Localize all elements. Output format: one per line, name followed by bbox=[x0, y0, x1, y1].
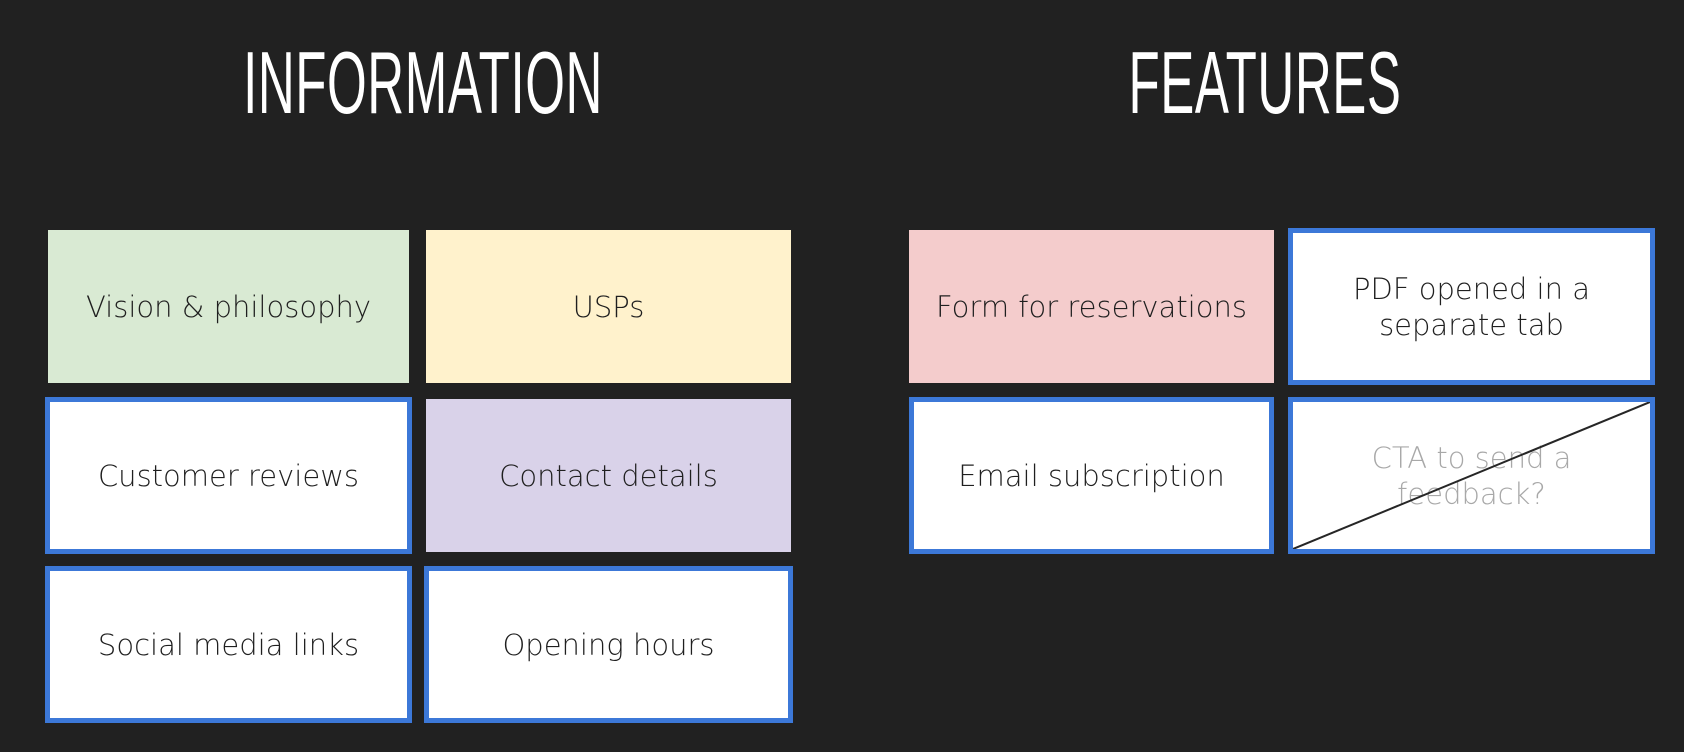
customer-reviews-card: Customer reviews bbox=[45, 397, 412, 554]
cta-feedback-label: CTA to send a feedback? bbox=[1372, 440, 1572, 512]
vision-philosophy-label: Vision & philosophy bbox=[85, 289, 372, 324]
pdf-label-line-2: separate tab bbox=[1379, 307, 1564, 342]
reservation-form-card: Form for reservations bbox=[909, 230, 1274, 383]
pdf-label-line-1: PDF opened in a bbox=[1353, 271, 1590, 306]
social-media-links-label: Social media links bbox=[97, 627, 360, 662]
email-subscription-label: Email subscription bbox=[958, 458, 1225, 493]
vision-philosophy-card: Vision & philosophy bbox=[48, 230, 409, 383]
customer-reviews-label: Customer reviews bbox=[97, 458, 360, 493]
cta-feedback-card: CTA to send a feedback? bbox=[1288, 397, 1655, 554]
cta-label-line-1: CTA to send a bbox=[1371, 440, 1572, 475]
pdf-separate-tab-card: PDF opened in a separate tab bbox=[1288, 228, 1655, 385]
email-subscription-card: Email subscription bbox=[909, 397, 1274, 554]
information-heading: INFORMATION bbox=[243, 33, 603, 132]
reservation-form-label: Form for reservations bbox=[936, 289, 1247, 324]
contact-details-label: Contact details bbox=[499, 458, 718, 493]
features-heading: FEATURES bbox=[1128, 33, 1402, 132]
opening-hours-card: Opening hours bbox=[424, 566, 793, 723]
opening-hours-label: Opening hours bbox=[502, 627, 715, 662]
usps-card: USPs bbox=[426, 230, 791, 383]
usps-label: USPs bbox=[572, 289, 645, 324]
cta-label-line-2: feedback? bbox=[1397, 476, 1546, 511]
social-media-links-card: Social media links bbox=[45, 566, 412, 723]
contact-details-card: Contact details bbox=[426, 399, 791, 552]
pdf-separate-tab-label: PDF opened in a separate tab bbox=[1353, 271, 1590, 343]
strikethrough-line bbox=[1293, 402, 1650, 549]
